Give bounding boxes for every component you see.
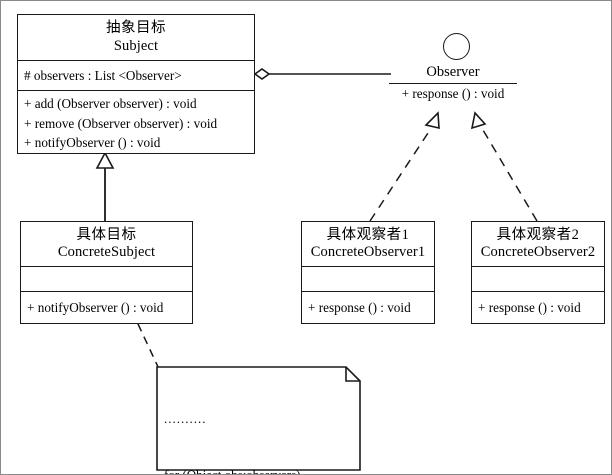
subject-name-cn: 抽象目标 <box>106 20 166 37</box>
observer-interface-name: Observer <box>426 64 480 80</box>
subject-operation-add: + add (Observer observer) : void <box>24 96 197 111</box>
concrete-observer-1-operations-compartment: + response () : void <box>302 291 434 323</box>
subject-name-en: Subject <box>113 37 159 54</box>
concrete-observer-1-name-compartment: 具体观察者1 ConcreteObserver1 <box>302 222 434 266</box>
concrete-observer-2-operation-response: + response () : void <box>478 299 581 315</box>
concrete-observer-2-name-compartment: 具体观察者2 ConcreteObserver2 <box>472 222 604 266</box>
concrete-subject-name-en: ConcreteSubject <box>57 244 156 260</box>
subject-operation-notify: + notifyObserver () : void <box>24 135 161 151</box>
note-anchor-line <box>137 323 160 370</box>
concrete-observer-2-operations-compartment: + response () : void <box>472 291 604 323</box>
concrete-observer-2-name-en: ConcreteObserver2 <box>480 244 596 260</box>
concrete-observer-2-attributes-compartment <box>472 266 604 291</box>
concrete-subject-operations-compartment: + notifyObserver () : void <box>21 291 192 323</box>
observer-interface-circle-icon <box>443 33 470 60</box>
subject-operation-remove: + remove (Observer observer) : void <box>24 115 218 131</box>
observer-interface-operation: + response () : void <box>401 86 505 101</box>
observer-interface-divider <box>389 83 517 84</box>
concrete-subject-name-cn: 具体目标 <box>76 226 137 243</box>
concrete-observer-2-name-cn: 具体观察者2 <box>496 226 580 243</box>
subject-attribute-observers: # observers : List <Observer> <box>24 67 182 83</box>
generalization-concretesubject-subject <box>95 151 115 221</box>
class-box-subject[interactable]: 抽象目标 Subject # observers : List <Observe… <box>17 14 255 154</box>
subject-attributes-compartment: # observers : List <Observer> <box>18 60 254 90</box>
subject-name-compartment: 抽象目标 Subject <box>18 15 254 60</box>
concrete-subject-name-compartment: 具体目标 ConcreteSubject <box>21 222 192 266</box>
class-box-concrete-observer-2[interactable]: 具体观察者2 ConcreteObserver2 + response () :… <box>471 221 605 324</box>
concrete-observer-1-name-cn: 具体观察者1 <box>326 226 410 243</box>
concrete-subject-attributes-compartment <box>21 266 192 291</box>
note-shape <box>156 366 361 471</box>
concrete-subject-operation-notify: + notifyObserver () : void <box>27 299 164 315</box>
realization-concreteobserver2-observer <box>470 111 538 222</box>
concrete-observer-1-attributes-compartment <box>302 266 434 291</box>
subject-operations-compartment: + add (Observer observer) : void + remov… <box>18 90 254 153</box>
note-text-block: .......... for (Object obs:observers) { … <box>164 372 355 475</box>
concrete-observer-1-name-en: ConcreteObserver1 <box>310 244 426 260</box>
concrete-observer-1-operation-response: + response () : void <box>308 299 411 315</box>
note-line-dots: .......... <box>164 410 207 426</box>
class-box-concrete-subject[interactable]: 具体目标 ConcreteSubject + notifyObserver ()… <box>20 221 193 324</box>
class-box-concrete-observer-1[interactable]: 具体观察者1 ConcreteObserver1 + response () :… <box>301 221 435 324</box>
note-line-for: for (Object obs:observers) <box>164 467 301 475</box>
code-note[interactable]: .......... for (Object obs:observers) { … <box>156 366 361 474</box>
aggregation-subject-observer <box>253 68 391 80</box>
realization-concreteobserver1-observer <box>369 111 440 222</box>
